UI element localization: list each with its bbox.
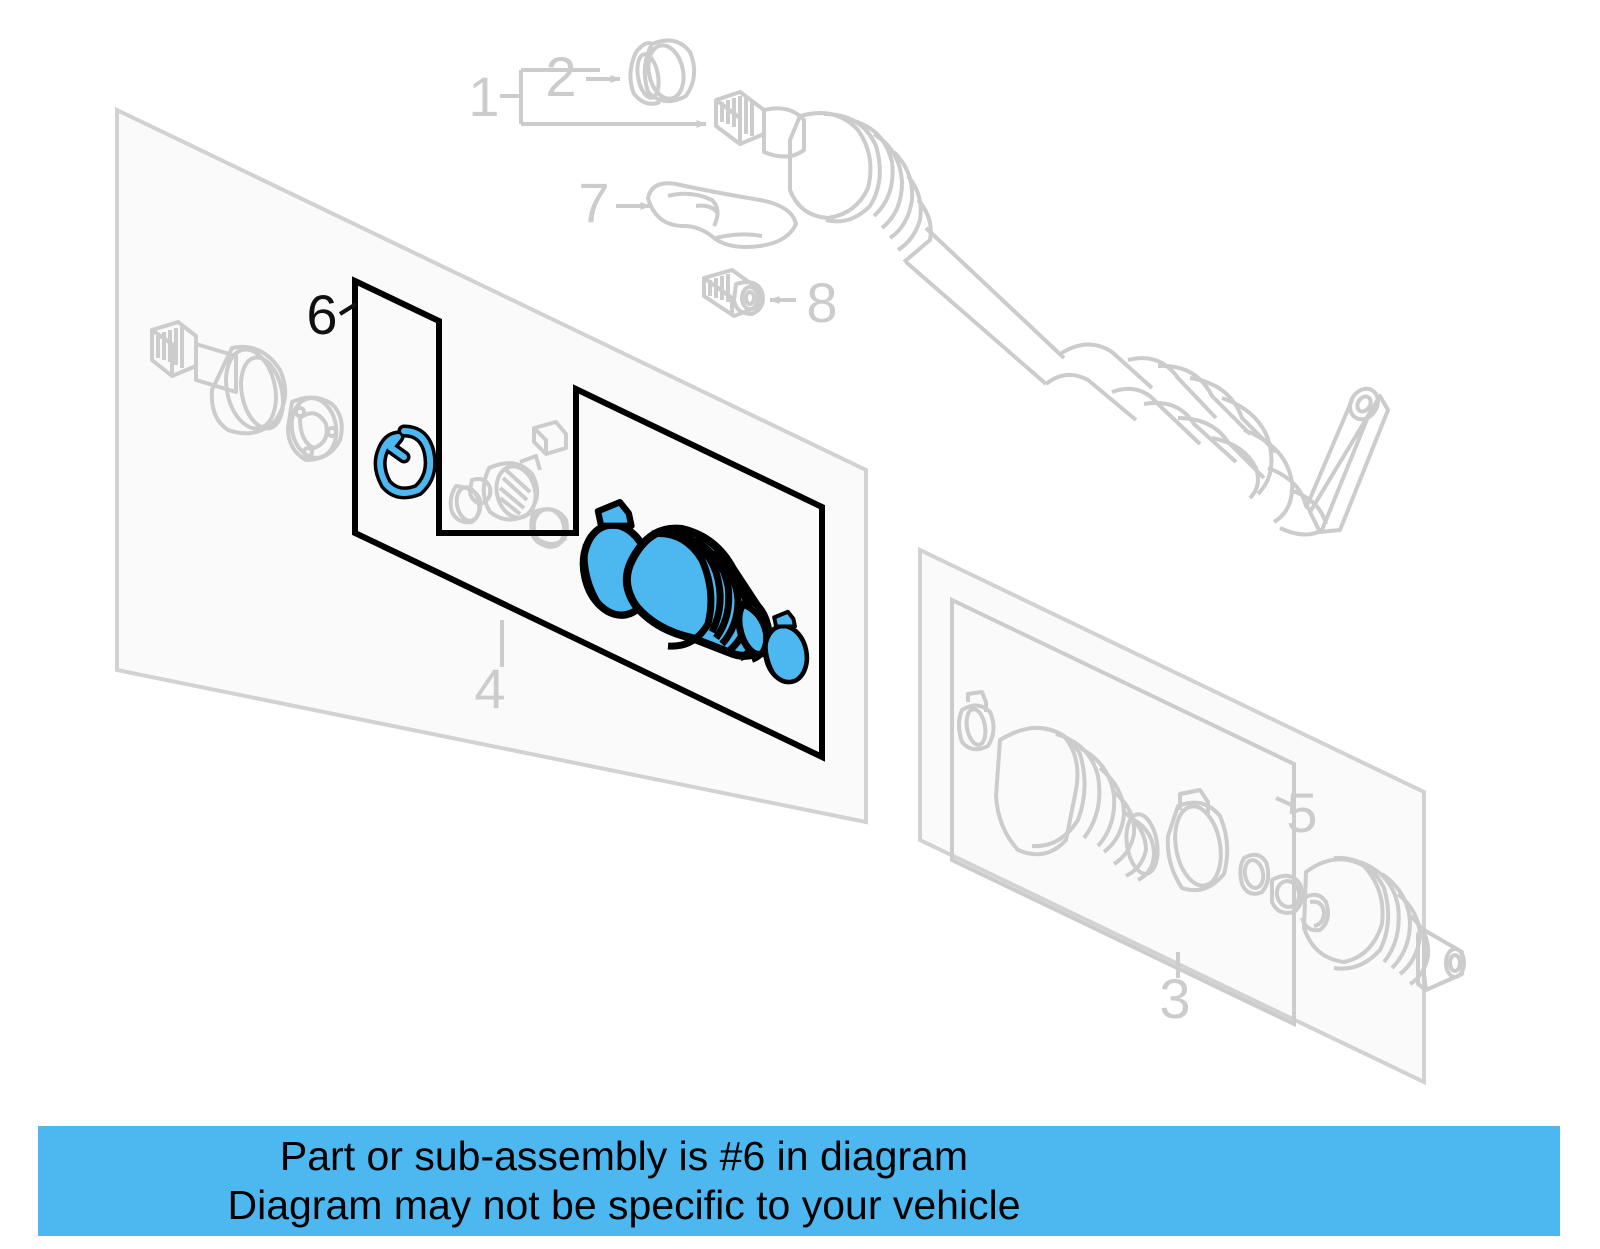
outer-cv-joint (1302, 855, 1466, 992)
callout-6-leader (338, 302, 358, 316)
group-3-panel (918, 546, 1426, 1086)
heat-shield-bracket (646, 181, 798, 249)
outer-cv-boot-kit (957, 690, 1330, 933)
snap-ring-ghost (628, 38, 697, 106)
callout-label-7: 7 (578, 171, 609, 234)
banner-line-2: Diagram may not be specific to your vehi… (227, 1182, 1021, 1228)
highlighted-snap-ring (373, 424, 437, 500)
callout-label-5: 5 (1286, 781, 1317, 844)
assembly-group-6-highlight (338, 276, 825, 762)
seal-and-bearing-parts (448, 420, 569, 549)
callout-label-6: 6 (306, 283, 337, 346)
callout-label-4: 4 (474, 657, 505, 720)
callout-label-8: 8 (806, 271, 837, 334)
callout-label-1: 1 (468, 65, 499, 128)
callout-label-2: 2 (545, 45, 576, 108)
callout-5-leader (1275, 796, 1295, 808)
axle-shaft-assembly (714, 90, 1390, 537)
assembly-group-3 (918, 546, 1426, 1086)
callout-label-3: 3 (1159, 967, 1190, 1030)
bolt (702, 268, 765, 318)
callout-1-bracket (500, 68, 707, 128)
banner-line-1: Part or sub-assembly is #6 in diagram (279, 1133, 969, 1179)
info-banner: Part or sub-assembly is #6 in diagram Di… (38, 1126, 1560, 1236)
assembly-group-5 (950, 596, 1296, 1028)
group-6-outline (352, 276, 825, 762)
group-5-panel (950, 596, 1296, 1028)
inner-cv-joint-housing (150, 320, 344, 462)
